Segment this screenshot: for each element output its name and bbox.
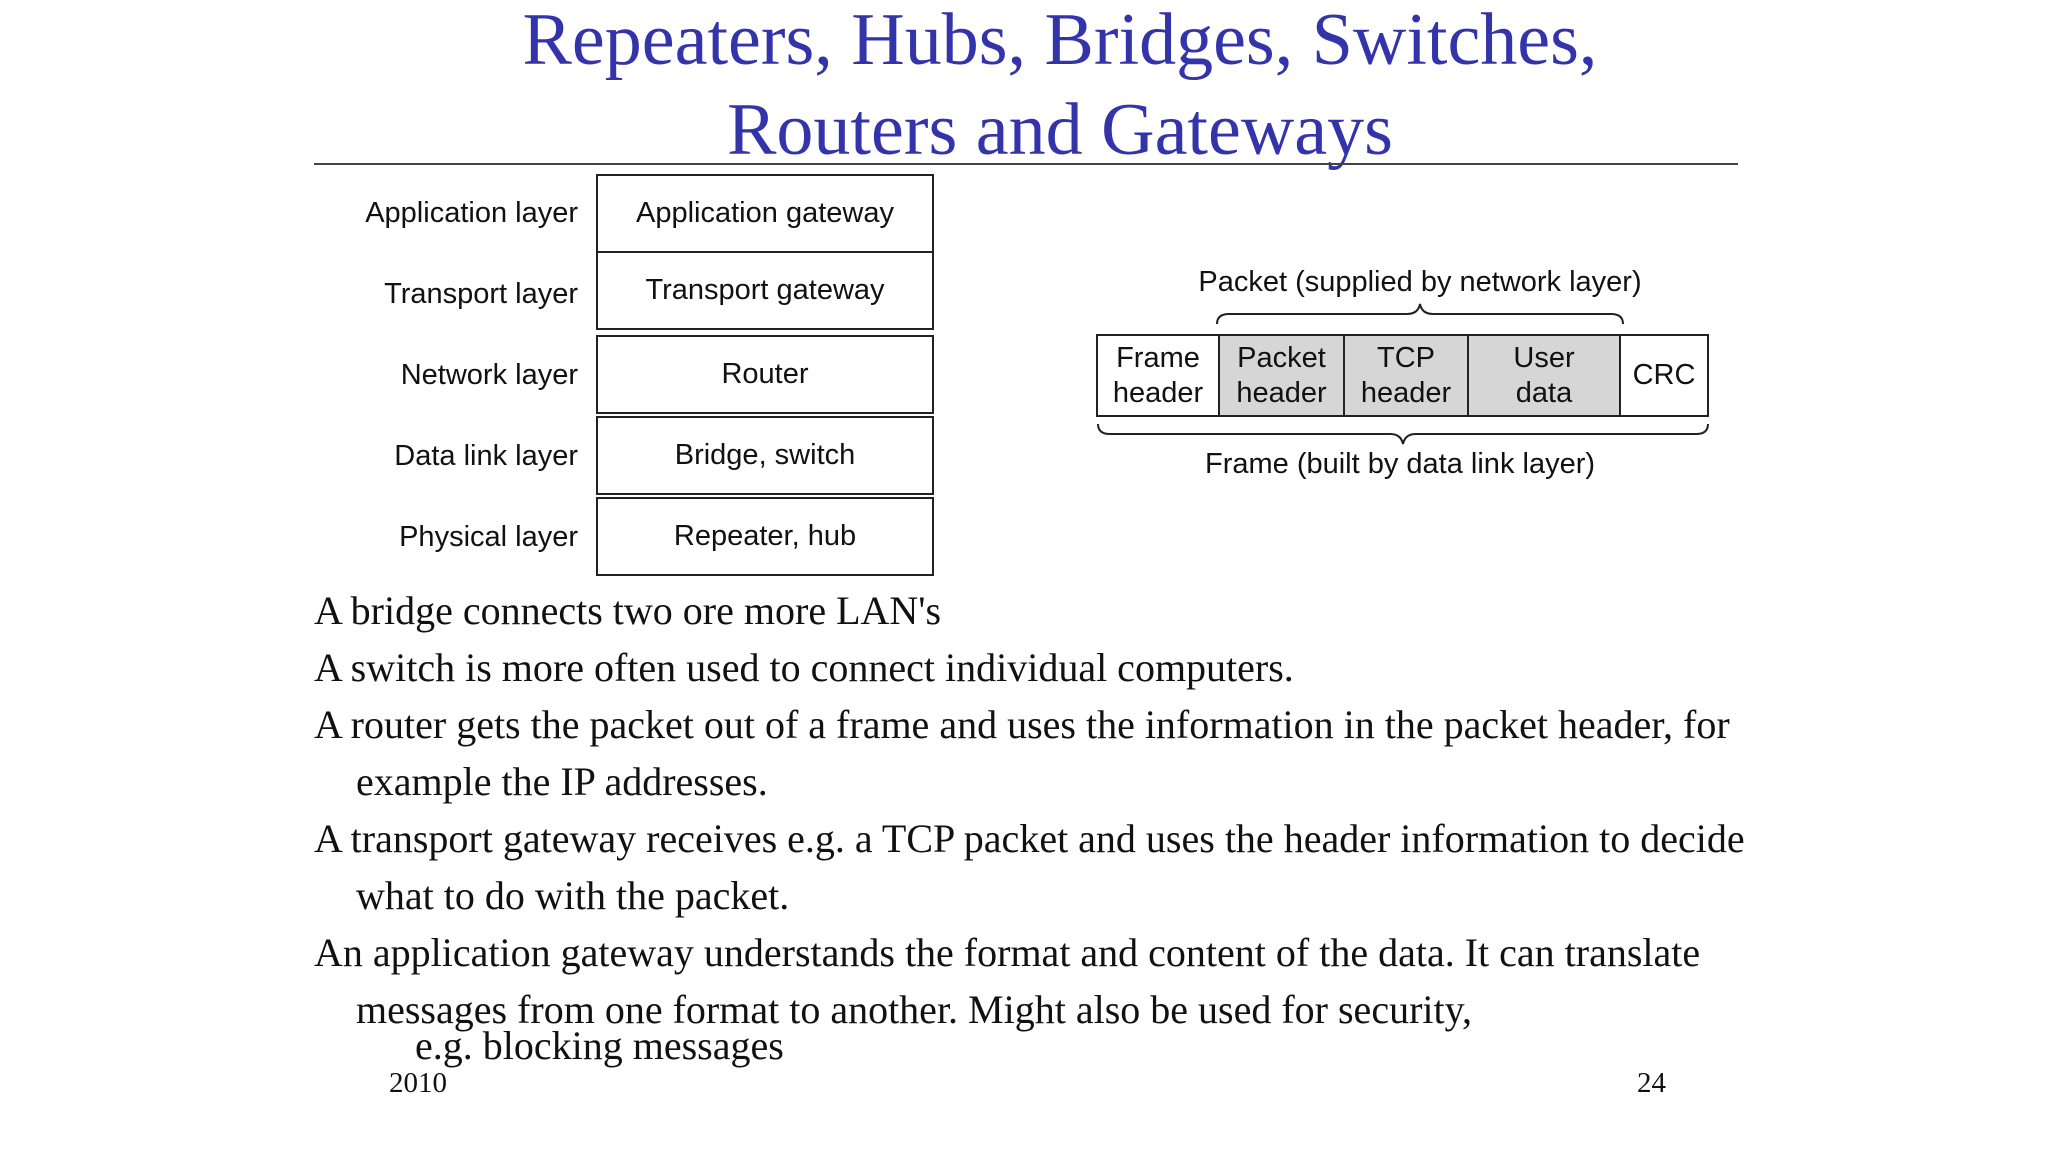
page-number: 24 bbox=[1637, 1067, 1666, 1099]
frame-label: Frame (built by data link layer) bbox=[1204, 448, 1596, 480]
frame-cell-label: CRC bbox=[1632, 359, 1696, 391]
footer-year: 2010 bbox=[389, 1067, 447, 1099]
frame-cell-tcp-header: TCP header bbox=[1345, 334, 1469, 417]
device-box-repeater-hub: Repeater, hub bbox=[596, 497, 934, 576]
frame-cell-label: User data bbox=[1513, 341, 1575, 409]
frame-cell-frame-header: Frame header bbox=[1096, 334, 1220, 417]
device-box-application-gateway: Application gateway bbox=[596, 174, 934, 253]
paragraph-transport-gateway: A transport gateway receives e.g. a TCP … bbox=[314, 816, 1745, 918]
explanation-text: A bridge connects two ore more LAN's A s… bbox=[314, 582, 1764, 1038]
paragraph-switch: A switch is more often used to connect i… bbox=[314, 645, 1294, 690]
slide-title-line-2: Routers and Gateways bbox=[727, 89, 1393, 171]
packet-brace bbox=[1216, 303, 1624, 325]
paragraph-tail: e.g. blocking messages bbox=[415, 1023, 784, 1068]
slide-title-line-1: Repeaters, Hubs, Bridges, Switches, bbox=[522, 0, 1598, 81]
paragraph-application-gateway: An application gateway understands the f… bbox=[314, 930, 1701, 1032]
layer-label-transport: Transport layer bbox=[384, 278, 578, 310]
frame-cell-label: Frame header bbox=[1112, 341, 1204, 409]
frame-cell-crc: CRC bbox=[1621, 334, 1709, 417]
paragraph-bridge: A bridge connects two ore more LAN's bbox=[314, 588, 942, 633]
layer-label-data-link: Data link layer bbox=[394, 440, 578, 472]
frame-cell-user-data: User data bbox=[1469, 334, 1621, 417]
device-box-transport-gateway: Transport gateway bbox=[596, 251, 934, 330]
frame-cell-label: Packet header bbox=[1236, 341, 1327, 409]
frame-brace bbox=[1097, 423, 1709, 445]
paragraph-router: A router gets the packet out of a frame … bbox=[314, 702, 1730, 804]
layer-label-network: Network layer bbox=[400, 359, 578, 391]
layer-label-application: Application layer bbox=[365, 197, 578, 229]
device-box-bridge-switch: Bridge, switch bbox=[596, 416, 934, 495]
layer-label-physical: Physical layer bbox=[399, 521, 578, 553]
device-box-router: Router bbox=[596, 335, 934, 414]
packet-label: Packet (supplied by network layer) bbox=[1198, 266, 1642, 298]
title-divider bbox=[314, 163, 1738, 165]
frame-cell-label: TCP header bbox=[1360, 341, 1452, 409]
frame-cell-packet-header: Packet header bbox=[1220, 334, 1345, 417]
